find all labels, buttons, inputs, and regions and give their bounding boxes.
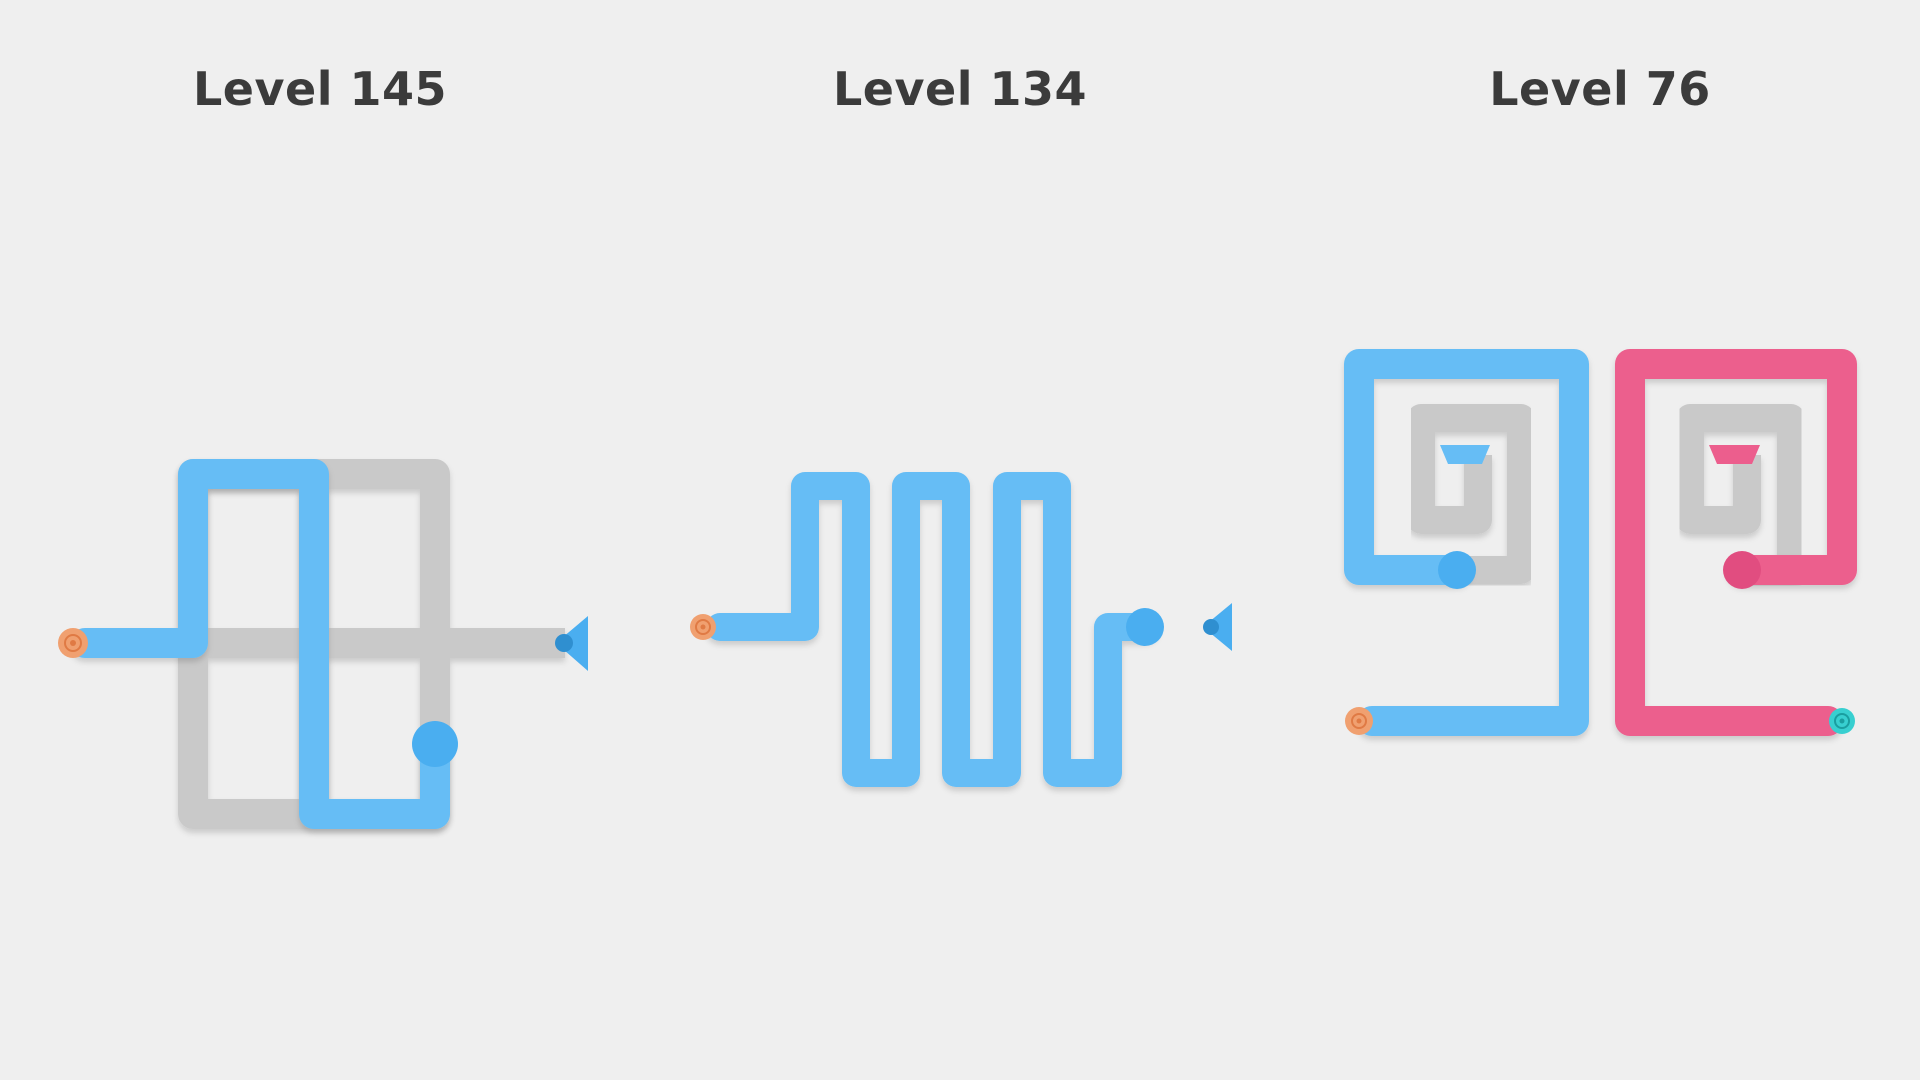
level-76-left-track	[1407, 404, 1535, 584]
level-76-blue-pipe[interactable]	[1344, 349, 1589, 736]
level-145-board[interactable]	[58, 459, 588, 829]
blue-triangle-goal-icon	[555, 616, 588, 671]
pipe-head-knob-icon[interactable]	[1126, 608, 1164, 646]
pipe-head-knob-icon[interactable]	[412, 721, 458, 767]
level-134-pipe[interactable]	[706, 472, 1159, 787]
orange-spiral-start-icon	[58, 628, 88, 658]
level-145-track	[178, 459, 565, 829]
pipe-head-knob-icon[interactable]	[1438, 551, 1476, 589]
level-145-title: Level 145	[193, 62, 447, 116]
orange-spiral-start-icon	[1345, 707, 1373, 735]
blue-triangle-goal-icon	[1203, 603, 1232, 651]
level-145-pipe[interactable]	[70, 459, 450, 829]
level-76-pink-pipe[interactable]	[1615, 349, 1857, 736]
level-134-title: Level 134	[833, 62, 1087, 116]
teal-spiral-goal-icon	[1829, 708, 1855, 734]
orange-spiral-start-icon	[690, 614, 716, 640]
level-76-title: Level 76	[1489, 62, 1711, 116]
blue-cup-goal-icon	[1440, 445, 1490, 464]
level-76-right-track	[1676, 404, 1805, 584]
pink-cup-goal-icon	[1709, 445, 1760, 464]
level-76-board[interactable]	[1344, 349, 1857, 736]
level-134-board[interactable]	[690, 472, 1232, 787]
pink-pipe-head-knob-icon[interactable]	[1723, 551, 1761, 589]
